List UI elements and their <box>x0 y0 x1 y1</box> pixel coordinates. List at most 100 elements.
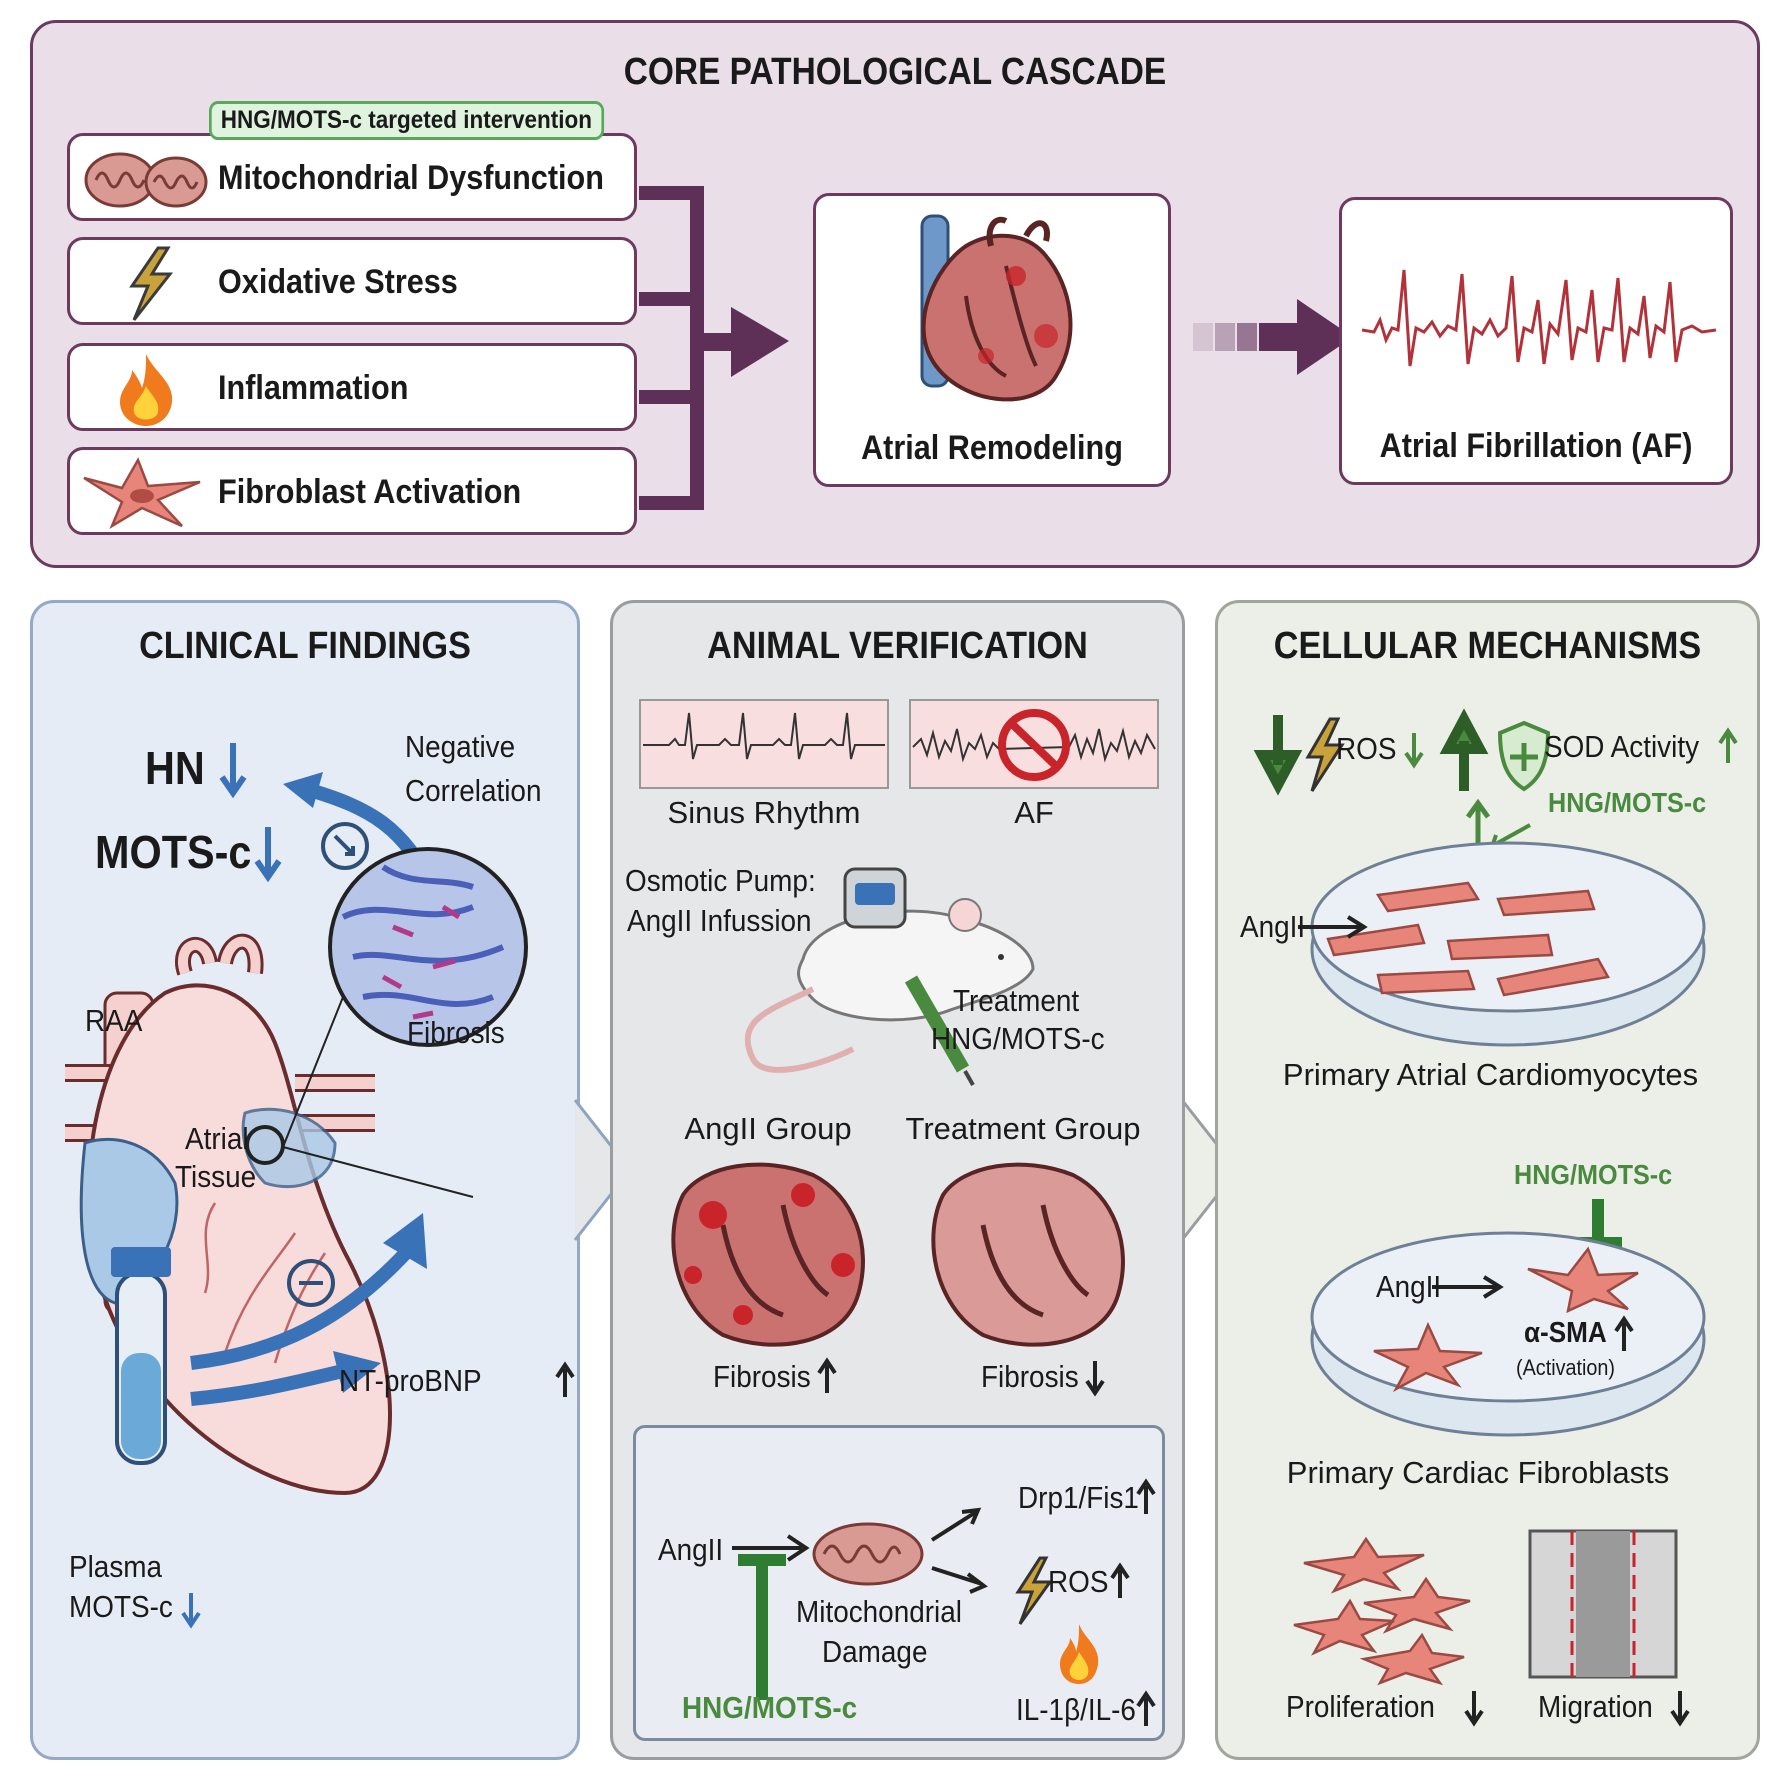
treatment-hng-label: HNG/MOTS-c <box>931 1021 1105 1056</box>
ros-up-arrow-icon <box>1110 1562 1130 1598</box>
convergence-arrow <box>639 186 789 510</box>
activation-label: (Activation) <box>1516 1355 1616 1380</box>
sinus-label: Sinus Rhythm <box>667 795 861 830</box>
mito-label: Mitochondrial <box>796 1594 962 1629</box>
ros-lightning-icon <box>1015 1556 1053 1625</box>
progression-arrow <box>1193 299 1353 375</box>
mitochondria-icon <box>84 152 208 208</box>
flame-icon <box>120 354 173 426</box>
hn-down-arrow-icon <box>219 743 247 799</box>
fibrosis-down-label: Fibrosis <box>981 1359 1079 1394</box>
remodeling-label: Atrial Remodeling <box>861 429 1123 467</box>
af-label: AF <box>1014 795 1054 830</box>
mots-c-label: MOTS-c <box>95 826 252 878</box>
prolif-label: Proliferation <box>1286 1689 1435 1724</box>
cardio-label: Primary Atrial Cardiomyocytes <box>1282 1057 1699 1092</box>
fibrosis-up-label: Fibrosis <box>713 1359 811 1394</box>
tissue-label: Tissue <box>175 1159 257 1194</box>
damage-label: Damage <box>822 1634 928 1669</box>
pump-label: Osmotic Pump: <box>625 863 816 898</box>
fibrosis-label: Fibrosis <box>407 1015 505 1050</box>
ntprobnp-label: NT-proBNP <box>339 1363 482 1398</box>
cellular-mechanisms-panel: CELLULAR MECHANISMS ROS SOD Activity HNG… <box>1215 600 1760 1760</box>
fibro-label: Primary Cardiac Fibroblasts <box>1286 1455 1670 1490</box>
drp-label: Drp1/Fis1 <box>1018 1480 1139 1515</box>
animal-verification-panel: ANIMAL VERIFICATION Sinus Rhythm AF Osmo… <box>610 600 1185 1760</box>
sod-up-arrow-icon <box>1718 727 1738 763</box>
treatment-label: Treatment <box>953 983 1080 1018</box>
migr-down-arrow-icon <box>1670 1691 1690 1727</box>
drp-up-arrow-icon <box>1136 1478 1156 1514</box>
af-ecg <box>909 699 1159 789</box>
mots-down-arrow-icon <box>254 827 282 883</box>
prolif-down-arrow-icon <box>1464 1691 1484 1727</box>
treatment-group-label: Treatment Group <box>905 1111 1141 1146</box>
fibroblast-icon <box>83 457 201 530</box>
angii-infusion-label: AngII Infussion <box>627 903 812 938</box>
inflammation-flame-icon <box>1060 1624 1099 1684</box>
plasma-down-arrow-icon <box>181 1593 201 1629</box>
clinical-findings-panel: CLINICAL FINDINGS HN MOTS-c Negative Cor… <box>30 600 580 1760</box>
cause-label: Oxidative Stress <box>218 263 458 301</box>
animal-title: ANIMAL VERIFICATION <box>707 625 1088 667</box>
fibroblast-dish <box>1310 1199 1706 1437</box>
proliferation-cells <box>1293 1536 1471 1686</box>
migration-assay <box>1528 1529 1678 1679</box>
atrial-label: Atrial <box>185 1121 249 1156</box>
hn-label: HN <box>145 742 205 794</box>
angii-group-label: AngII Group <box>684 1111 852 1146</box>
lightning-icon <box>129 246 174 321</box>
sma-label: α-SMA <box>1524 1317 1607 1349</box>
cause-inflammation: Inflammation <box>67 343 637 431</box>
intervention-tag: HNG/MOTS-c targeted intervention <box>209 101 604 140</box>
angii-label: AngII <box>658 1532 724 1567</box>
treatment-heart-section <box>931 1162 1125 1347</box>
hng-inhibit-label: HNG/MOTS-c <box>682 1690 858 1725</box>
ros-label: ROS <box>1048 1564 1109 1599</box>
fibrosis-up-arrow-icon <box>817 1357 837 1393</box>
mechanism-box: AngII Mitochondrial Damage Drp1/Fis1 ROS… <box>633 1425 1165 1741</box>
hng-top-label: HNG/MOTS-c <box>1548 787 1707 818</box>
fibrosis-magnifier <box>282 847 528 1198</box>
il-up-arrow-icon <box>1136 1690 1156 1726</box>
migr-label: Migration <box>1538 1689 1653 1724</box>
cellular-title: CELLULAR MECHANISMS <box>1273 625 1702 667</box>
hng-mid-label: HNG/MOTS-c <box>1514 1159 1673 1190</box>
negative-label: Negative <box>405 729 516 764</box>
sinus-rhythm-ecg <box>639 699 889 789</box>
cause-mitochondrial-dysfunction: Mitochondrial Dysfunction <box>67 133 637 221</box>
correlation-label: Correlation <box>405 773 542 808</box>
angii-mid-label: AngII <box>1376 1269 1442 1304</box>
cell-ros-label: ROS <box>1336 731 1397 766</box>
ros-down-icons <box>1253 715 1345 796</box>
plasma-label: Plasma <box>69 1549 163 1584</box>
cause-oxidative-stress: Oxidative Stress <box>67 237 637 325</box>
cause-label: Mitochondrial Dysfunction <box>218 159 604 197</box>
sma-up-arrow-icon <box>1614 1315 1634 1351</box>
raa-label: RAA <box>85 1003 143 1038</box>
sod-up-shield-icons <box>1439 708 1551 792</box>
cause-label: Inflammation <box>218 369 409 407</box>
af-label: Atrial Fibrillation (AF) <box>1379 427 1693 465</box>
cardiomyocyte-dish <box>1298 798 1706 1047</box>
plasma-tube-and-arrows <box>111 1213 427 1465</box>
af-ecg-trace <box>1361 269 1717 367</box>
il-label: IL-1β/IL-6 <box>1016 1692 1136 1727</box>
sod-label: SOD Activity <box>1544 729 1700 764</box>
cause-fibroblast-activation: Fibroblast Activation <box>67 447 637 535</box>
ntprobnp-up-arrow-icon <box>555 1361 575 1397</box>
ros-down-arrow-icon <box>1404 733 1424 769</box>
core-title: CORE PATHOLOGICAL CASCADE <box>623 51 1167 93</box>
fibrosis-down-arrow-icon <box>1085 1361 1105 1397</box>
core-cascade-panel: CORE PATHOLOGICAL CASCADE Mitochondrial … <box>30 20 1760 568</box>
mito-damage-diagram <box>732 1507 988 1700</box>
cause-label: Fibroblast Activation <box>218 473 522 511</box>
plasma-mots-label: MOTS-c <box>69 1589 173 1624</box>
angii-top-label: AngII <box>1240 909 1306 944</box>
atrial-fibrillation-box: Atrial Fibrillation (AF) <box>1339 197 1733 485</box>
mouse-with-pump <box>744 867 1035 1086</box>
atrial-remodeling-box: Atrial Remodeling <box>813 193 1171 487</box>
heart-remodeling-icon <box>920 214 1073 402</box>
angii-heart-section <box>671 1162 865 1347</box>
clinical-title: CLINICAL FINDINGS <box>139 625 471 667</box>
